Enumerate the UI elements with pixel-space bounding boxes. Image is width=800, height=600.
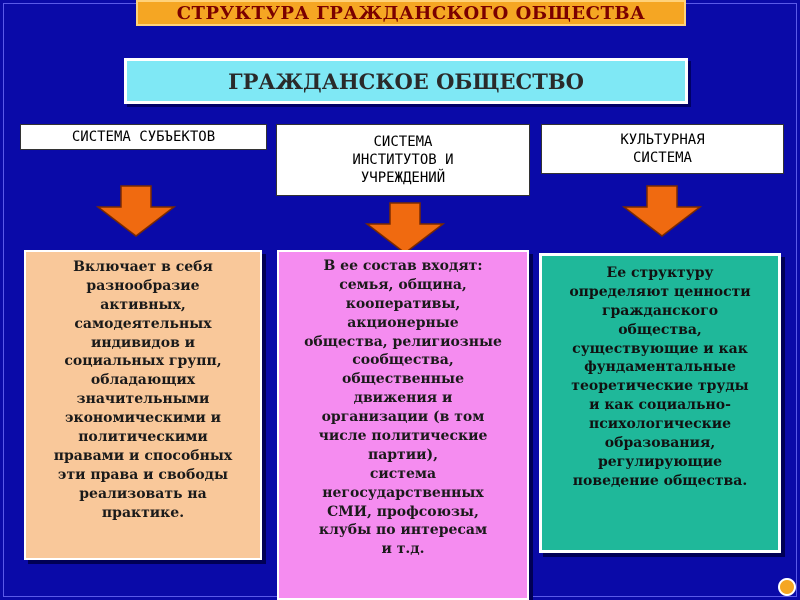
down-arrow-icon [365, 202, 445, 254]
slide-title-banner: СТРУКТУРА ГРАЖДАНСКОГО ОБЩЕСТВА [136, 0, 686, 26]
subjects-system-header: СИСТЕМА СУБЪЕКТОВ [20, 124, 267, 150]
cultural-description-box: Ее структуру определяют ценности граждан… [539, 253, 781, 553]
institutions-system-header: СИСТЕМА ИНСТИТУТОВ И УЧРЕЖДЕНИЙ [276, 124, 530, 196]
down-arrow-icon [622, 185, 702, 237]
cultural-system-header: КУЛЬТУРНАЯ СИСТЕМА [541, 124, 784, 174]
nav-dot-button[interactable] [778, 578, 796, 596]
institutions-description-box: В ее состав входят: семья, община, коопе… [277, 250, 529, 600]
subjects-description-box: Включает в себя разнообразие активных, с… [24, 250, 262, 560]
civil-society-box: ГРАЖДАНСКОЕ ОБЩЕСТВО [124, 58, 688, 104]
down-arrow-icon [96, 185, 176, 237]
